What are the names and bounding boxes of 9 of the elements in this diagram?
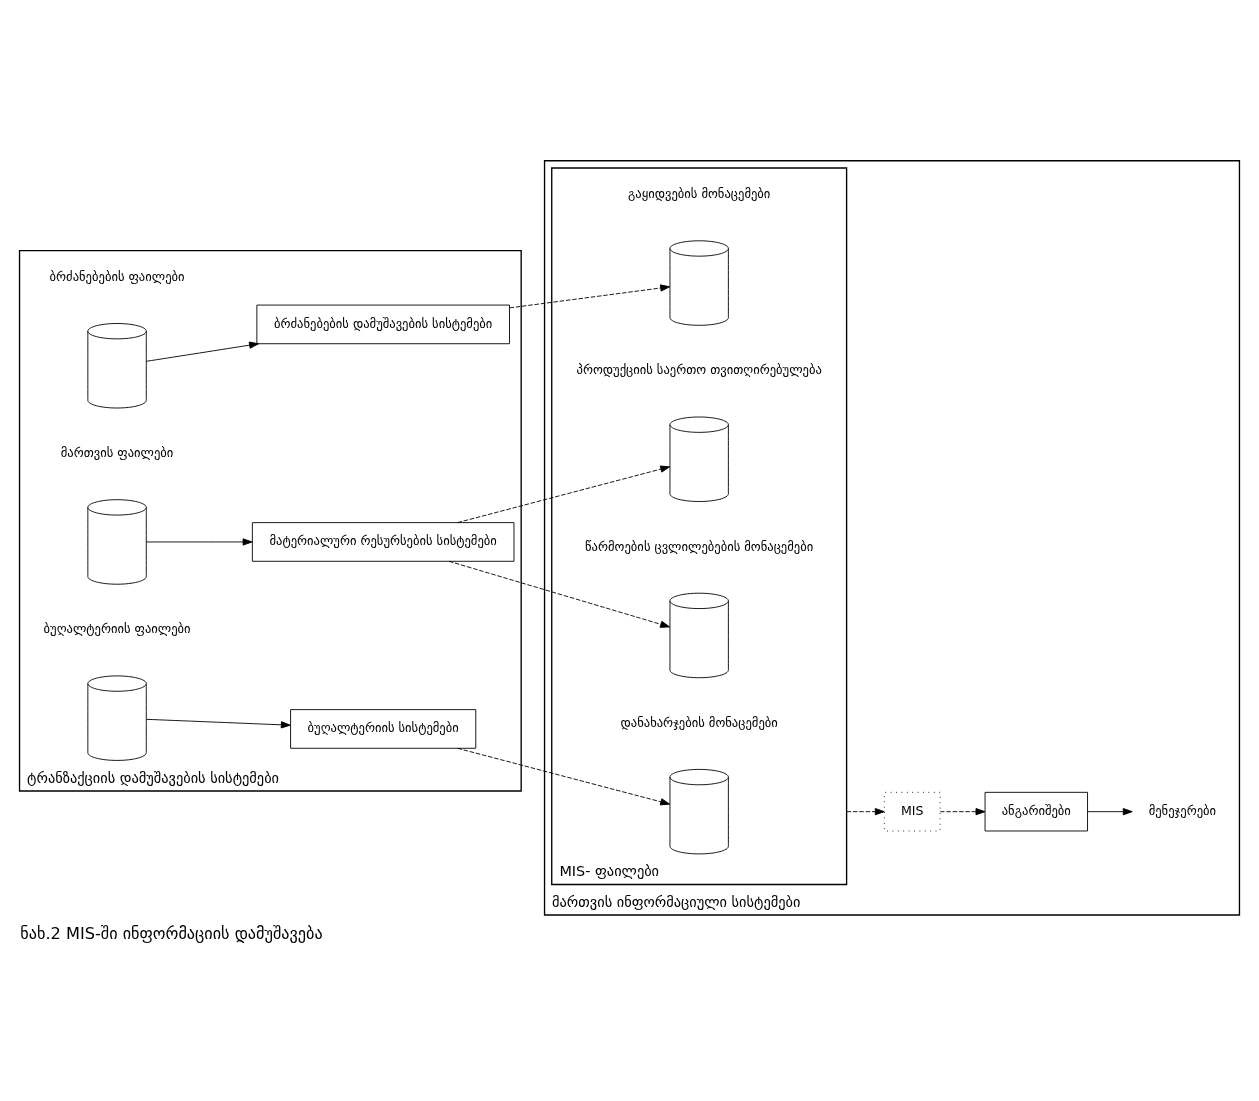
node-label: ბრძანებების ფაილები [49,268,185,284]
node-label: პროდუქციის საერთო თვითღირებულება [576,362,822,378]
caption: ნახ.2 MIS-ში ინფორმაციის დამუშავება [20,923,323,943]
node-label: გაყიდვების მონაცემები [627,186,771,202]
node-text: მენეჯერები [1148,802,1217,818]
node-label: მართვის ფაილები [60,445,174,461]
node-label: წარმოების ცვლილებების მონაცემები [585,538,814,554]
node-label: ბუღალტერიის ფაილები [43,621,191,637]
node-label: დანახარჯების მონაცემები [620,714,778,730]
